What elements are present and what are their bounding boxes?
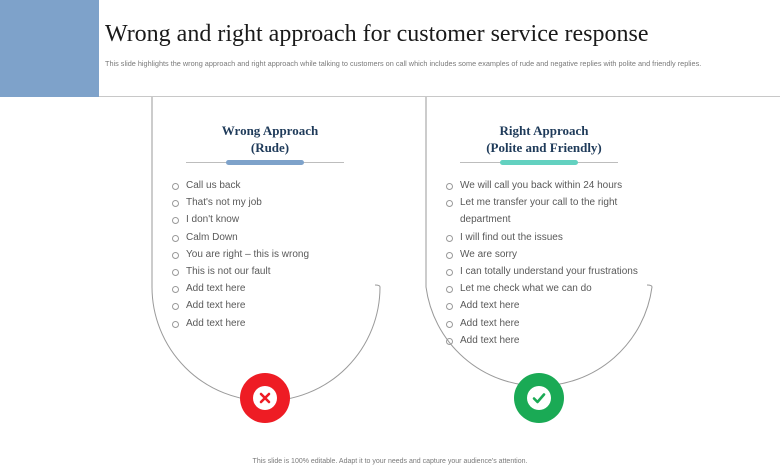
wrong-card-divider [186,160,344,165]
list-item: I can totally understand your frustratio… [446,263,638,280]
list-item: Call us back [172,177,309,194]
close-icon [253,386,277,410]
slide-footer: This slide is 100% editable. Adapt it to… [252,458,528,465]
right-approach-title: Right Approach (Polite and Friendly) [424,122,664,156]
wrong-approach-title: Wrong Approach (Rude) [150,122,390,156]
list-item: We will call you back within 24 hours [446,177,638,194]
header-rule [99,96,780,97]
right-divider-accent [500,160,578,165]
wrong-approach-card: Wrong Approach (Rude) Call us back That'… [150,97,381,423]
list-item: Add text here [446,332,638,349]
wrong-approach-title-sub: (Rude) [250,140,290,155]
wrong-card-outline [151,97,381,402]
list-item: Calm Down [172,229,309,246]
right-approach-title-sub: (Polite and Friendly) [486,140,602,155]
wrong-badge [240,373,290,423]
list-item: Add text here [446,315,638,332]
right-card-divider [460,160,618,165]
list-item: Let me transfer your call to the right [446,194,638,211]
right-approach-card: Right Approach (Polite and Friendly) We … [424,97,654,423]
list-item: You are right – this is wrong [172,246,309,263]
list-item: Add text here [172,280,309,297]
slide-title: Wrong and right approach for customer se… [105,21,649,47]
content-panel [0,97,780,470]
check-icon [527,386,551,410]
wrong-approach-title-main: Wrong Approach [221,123,319,138]
list-item-continuation: department [460,214,511,226]
right-approach-title-main: Right Approach [499,123,589,138]
wrong-approach-list: Call us back That's not my job I don't k… [172,177,309,332]
list-item: This is not our fault [172,263,309,280]
list-item: I will find out the issues [446,229,638,246]
right-approach-list: We will call you back within 24 hours Le… [446,177,638,349]
list-item: That's not my job [172,194,309,211]
list-item: We are sorry [446,246,638,263]
list-item: Let me check what we can do [446,280,638,297]
slide-subtitle: This slide highlights the wrong approach… [105,59,702,68]
list-item: Add text here [446,297,638,314]
right-badge [514,373,564,423]
list-item: Add text here [172,297,309,314]
wrong-divider-accent [226,160,304,165]
list-item: I don't know [172,211,309,228]
list-item: Add text here [172,315,309,332]
